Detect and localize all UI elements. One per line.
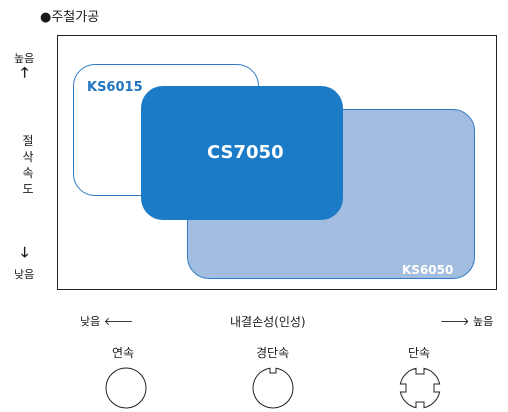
- ks6050-label: KS6050: [402, 263, 454, 277]
- x-low-label: 낮음 🡐: [80, 313, 133, 329]
- x-high-label: 🡒 높음: [440, 313, 493, 329]
- cs7050-region: [141, 86, 343, 220]
- arrow-up-icon: 🡑: [21, 65, 29, 81]
- y-axis-char: 절: [22, 134, 34, 148]
- interrupted-workpiece-icon: [399, 367, 441, 409]
- mode-light-interrupted-label: 경단속: [256, 346, 290, 360]
- y-axis-title: 절 삭 속 도: [20, 133, 36, 197]
- y-axis-char: 도: [22, 182, 34, 196]
- x-high-text: 높음: [473, 315, 494, 328]
- cs7050-label: CS7050: [207, 142, 284, 163]
- diagram-title: ●주철가공: [40, 10, 100, 25]
- y-axis-char: 속: [22, 166, 34, 180]
- chart-frame: [57, 35, 497, 290]
- continuous-workpiece-icon: [105, 367, 147, 409]
- arrow-left-icon: 🡐: [103, 315, 134, 328]
- arrow-right-icon: 🡒: [440, 315, 470, 328]
- arrow-down-icon: 🡓: [21, 245, 29, 261]
- y-high-label: 높음: [14, 52, 35, 65]
- ks6015-label: KS6015: [87, 80, 143, 95]
- x-axis-title: 내결손성(인성): [230, 315, 306, 329]
- light-interrupted-workpiece-icon: [252, 367, 294, 409]
- x-low-text: 낮음: [80, 315, 101, 328]
- mode-continuous-label: 연속: [112, 346, 135, 360]
- y-axis-char: 삭: [22, 150, 34, 164]
- y-low-label: 낮음: [14, 268, 35, 281]
- mode-interrupted-label: 단속: [408, 346, 431, 360]
